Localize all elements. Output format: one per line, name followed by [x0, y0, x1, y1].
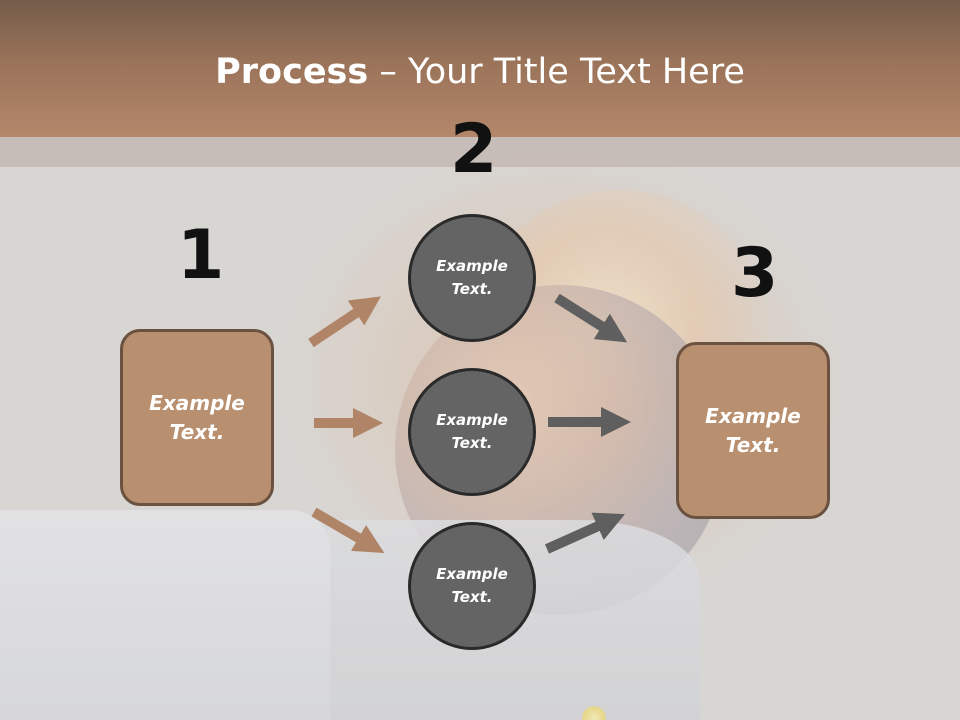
- slide-title[interactable]: Process – Your Title Text Here: [0, 52, 960, 92]
- arrow-icon: [311, 507, 385, 554]
- title-rest: – Your Title Text Here: [368, 52, 745, 92]
- circle-top[interactable]: Example Text.: [408, 214, 536, 342]
- sleeve-image: [0, 510, 330, 720]
- title-bold: Process: [215, 52, 369, 92]
- step-number-3[interactable]: 3: [731, 234, 779, 313]
- title-band: [0, 0, 960, 137]
- arrow-icon: [308, 296, 381, 348]
- step-number-1[interactable]: 1: [177, 216, 225, 295]
- arrow-icon: [544, 512, 625, 554]
- step-number-2[interactable]: 2: [450, 110, 498, 189]
- title-strip: [0, 137, 960, 167]
- circle-bottom[interactable]: Example Text.: [408, 522, 536, 650]
- arrow-icon: [554, 293, 628, 343]
- left-step-box[interactable]: Example Text.: [120, 329, 274, 506]
- right-step-box[interactable]: Example Text.: [676, 342, 830, 519]
- sun-glow: [582, 706, 606, 720]
- circle-middle[interactable]: Example Text.: [408, 368, 536, 496]
